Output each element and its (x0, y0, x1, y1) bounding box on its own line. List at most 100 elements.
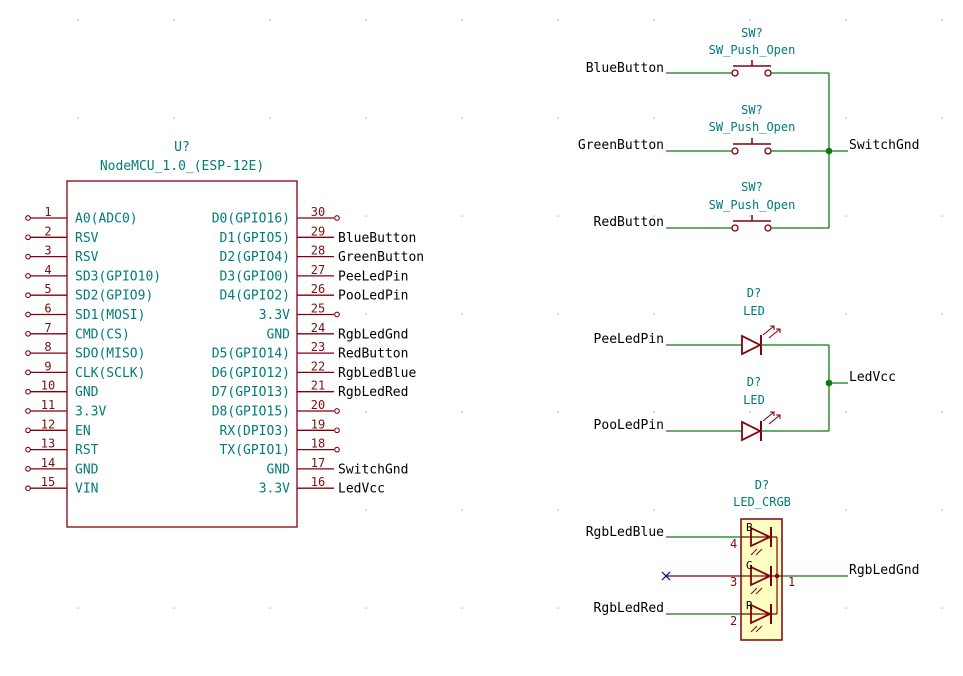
grid-dot (461, 215, 463, 217)
pin-name: D7(GPIO13) (212, 385, 290, 400)
grid-dot (653, 19, 655, 21)
pin-end-circle (334, 446, 340, 453)
grid-dot (941, 313, 943, 315)
grid-dot (269, 117, 271, 119)
switch-red[interactable]: SW? SW_Push_Open RedButton (594, 180, 796, 230)
net-label-rgbledred: RgbLedRed (594, 601, 664, 616)
rgb-led-value: LED_CRGB (733, 495, 791, 509)
grid-dot (845, 509, 847, 511)
pin-number: 17 (311, 456, 325, 470)
grid-dot (845, 117, 847, 119)
rgb-diode-triangle (750, 603, 773, 625)
grid-dot (653, 215, 655, 217)
pin-end-circle (334, 311, 340, 318)
grid-dot (653, 411, 655, 413)
pin-number: 9 (44, 359, 51, 373)
pin-number: 30 (311, 205, 325, 219)
pin-number: 28 (311, 244, 325, 258)
led-poo[interactable]: D? LED PooLedPin (594, 375, 765, 433)
pin-name: D8(GPIO15) (212, 405, 290, 420)
rgb-channel-letter: R (746, 599, 753, 612)
led-triangle (741, 334, 763, 356)
net-label-bluebutton: BlueButton (586, 61, 664, 76)
grid-dot (365, 509, 367, 511)
pin-number: 4 (44, 263, 51, 277)
pin-name: TX(GPIO1) (220, 443, 290, 458)
led-value: LED (743, 393, 765, 407)
switch-blue[interactable]: SW? SW_Push_Open BlueButton (586, 26, 796, 76)
pin-number: 29 (311, 224, 325, 238)
net-label-rgbledgnd: RgbLedGnd (849, 563, 919, 578)
grid-dot (749, 509, 751, 511)
pin-end-circle (334, 427, 340, 434)
grid-dot (269, 607, 271, 609)
emission-arrow (770, 411, 775, 416)
rgb-led-symbol[interactable]: D? LED_CRGB RgbLedBlue RgbLedRed RgbLedG… (586, 478, 920, 641)
net-label-greenbutton: GreenButton (578, 138, 664, 153)
grid-dot (365, 215, 367, 217)
nodemcu-body (66, 180, 298, 528)
rgb-pin-number: 2 (730, 614, 737, 628)
net-label: RgbLedGnd (338, 327, 408, 342)
switch-green[interactable]: SW? SW_Push_Open GreenButton (578, 103, 795, 153)
net-label-peeledpin: PeeLedPin (594, 332, 664, 347)
pin-name: D1(GPIO5) (220, 231, 290, 246)
pin-end-circle (25, 388, 31, 395)
emission-arrow (762, 411, 775, 422)
pin-name: D3(GPIO0) (220, 269, 290, 284)
pin-name: VIN (75, 482, 98, 497)
pin-number: 6 (44, 302, 51, 316)
net-label: RedButton (338, 347, 408, 362)
net-label: BlueButton (338, 231, 416, 246)
switch-contact (731, 147, 739, 155)
grid-dot (461, 19, 463, 21)
grid-dot (653, 607, 655, 609)
pin-number: 2 (44, 224, 51, 238)
grid-dot (941, 411, 943, 413)
pin-number: 8 (44, 340, 51, 354)
net-label-pooledpin: PooLedPin (594, 418, 664, 433)
rgb-channel-letter: B (746, 521, 753, 534)
pin-end-circle (25, 466, 31, 472)
net-label: LedVcc (338, 482, 385, 497)
rgb-led-shapes (661, 526, 848, 633)
switch-contact (764, 147, 772, 155)
net-label-redbutton: RedButton (594, 215, 664, 230)
grid-dot (173, 19, 175, 21)
pin-end-circle (25, 234, 31, 241)
switch-value: SW_Push_Open (709, 198, 796, 212)
grid-dot (557, 607, 559, 609)
emission-arrow (768, 414, 781, 425)
emission-arrow (762, 325, 775, 336)
led-triangle (741, 420, 763, 442)
grid-dot (557, 509, 559, 511)
rgb-pin-number: 3 (730, 575, 737, 589)
pin-name: D0(GPIO16) (212, 212, 290, 227)
grid-dot (77, 19, 79, 21)
grid-dot (557, 313, 559, 315)
nodemcu-value: NodeMCU_1.0_(ESP-12E) (100, 159, 264, 174)
grid-dot (173, 117, 175, 119)
grid-dot (941, 215, 943, 217)
pin-name: SD1(MOSI) (75, 308, 145, 323)
grid-dot (365, 117, 367, 119)
pin-name: CLK(SCLK) (75, 366, 145, 381)
net-label: PeeLedPin (338, 269, 408, 284)
grid-dot (461, 607, 463, 609)
pin-number: 15 (41, 475, 55, 489)
led-pee[interactable]: D? LED PeeLedPin (594, 286, 765, 347)
grid-dot (365, 313, 367, 315)
pin-name: D2(GPIO4) (220, 250, 290, 265)
grid-dot (845, 215, 847, 217)
pin-name: RST (75, 443, 99, 458)
grid-dot (941, 19, 943, 21)
led-shapes (666, 325, 848, 442)
rgb-diode-triangle (750, 565, 773, 587)
pin-end-circle (25, 311, 31, 318)
grid-dot (941, 509, 943, 511)
switch-value: SW_Push_Open (709, 120, 796, 134)
grid-dot (749, 215, 751, 217)
